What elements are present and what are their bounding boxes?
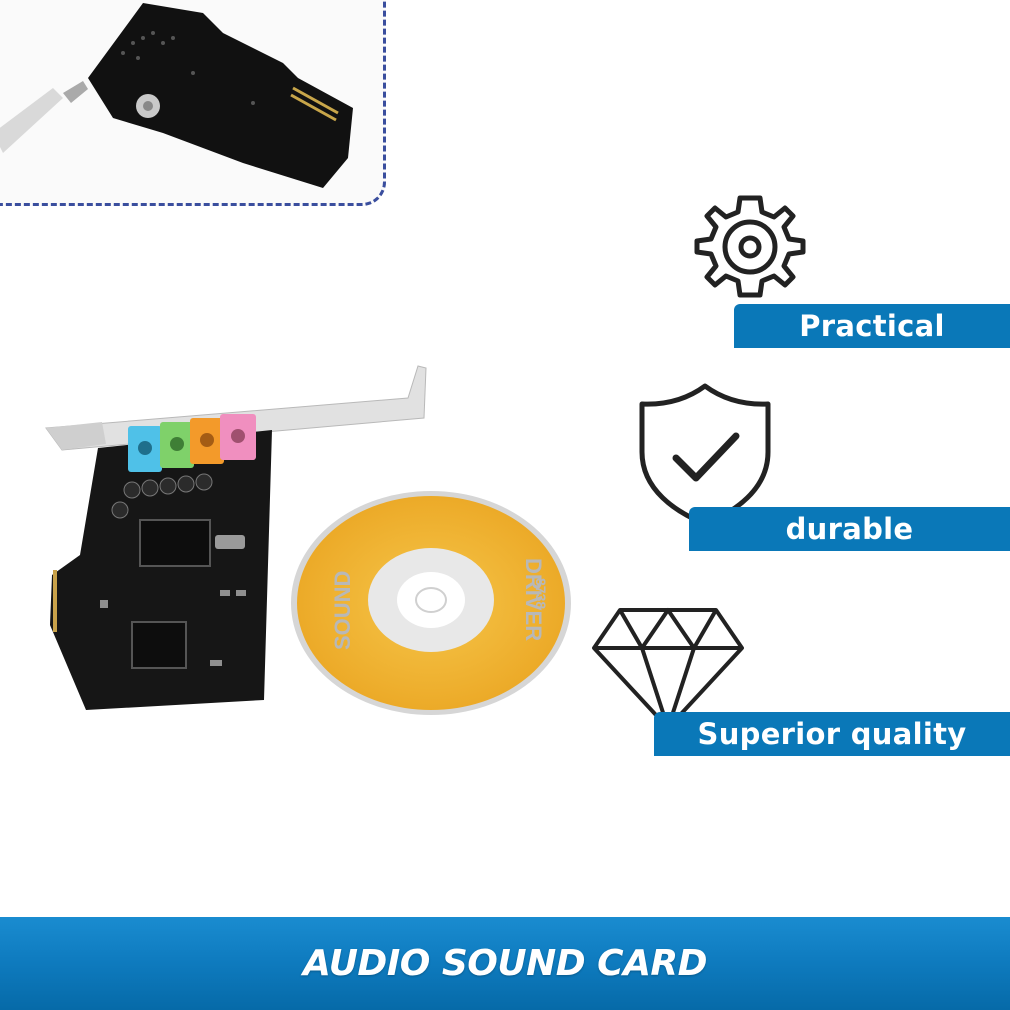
driver-cd-image: SOUND DRIVER 8738 [291,491,571,715]
feature-label: Superior quality [697,717,967,751]
disc-code: 8738 [533,578,549,609]
feature-badge-superior-quality: Superior quality [654,712,1010,756]
disc-label-sound: SOUND [330,571,355,650]
disc-label-driver: DRIVER [521,558,546,641]
feature-label: Practical [799,309,945,343]
feature-label: durable [785,512,914,546]
footer-banner: AUDIO SOUND CARD [0,917,1010,1010]
gear-icon [694,195,806,298]
feature-badge-practical: Practical [734,304,1010,348]
sound-card-image [45,365,427,710]
inset-closeup-image [0,0,386,206]
footer-title: AUDIO SOUND CARD [302,943,708,984]
shield-check-icon [639,383,771,527]
feature-badge-durable: durable [689,507,1010,551]
